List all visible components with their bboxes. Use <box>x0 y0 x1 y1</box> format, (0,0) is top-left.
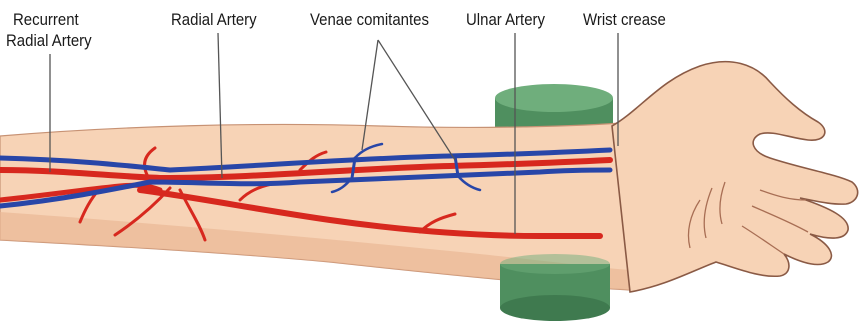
hand-skin <box>612 62 858 292</box>
tourniquet-band-front <box>500 254 610 321</box>
label-radial-artery: Radial Artery <box>171 10 257 30</box>
label-recurrent-radial-line1: Recurrent <box>13 10 79 30</box>
label-venae-comitantes: Venae comitantes <box>310 10 429 30</box>
band-bottom-ellipse <box>500 295 610 321</box>
band-front-rim <box>500 254 610 274</box>
label-wrist-crease: Wrist crease <box>583 10 666 30</box>
band-top-ellipse <box>495 84 613 112</box>
label-recurrent-radial-line2: Radial Artery <box>6 31 92 51</box>
label-ulnar-artery: Ulnar Artery <box>466 10 545 30</box>
